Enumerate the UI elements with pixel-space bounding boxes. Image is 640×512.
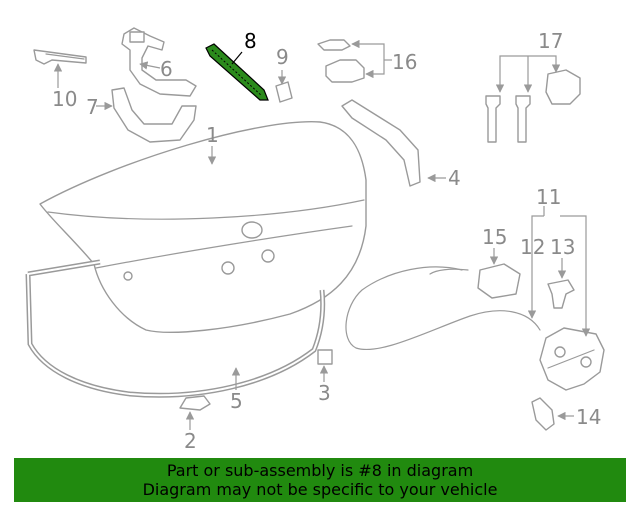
part-3-stopper — [317, 349, 333, 365]
notice-line-1: Part or sub-assembly is #8 in diagram — [166, 461, 474, 480]
callout-3: 3 — [318, 381, 331, 405]
callout-15: 15 — [482, 225, 507, 249]
part-2-cushion — [179, 395, 211, 411]
callout-17: 17 — [538, 29, 563, 53]
callout-11: 11 — [536, 185, 561, 209]
callout-13: 13 — [550, 235, 575, 259]
part-11-lock-assembly — [539, 327, 605, 391]
leader-11b — [527, 215, 544, 319]
part-16-clips — [317, 39, 365, 83]
part-4-garnish — [341, 99, 421, 187]
leader-11a — [560, 215, 591, 337]
part-5-weatherstrip — [25, 259, 326, 398]
leader-16b — [365, 60, 385, 79]
part-13-cap — [547, 279, 575, 309]
part-14-striker — [531, 397, 555, 431]
notice-banner: Part or sub-assembly is #8 in diagram Di… — [14, 458, 626, 502]
callout-10: 10 — [52, 87, 77, 111]
release-cable — [345, 266, 541, 350]
callout-4: 4 — [448, 166, 461, 190]
part-15-latch — [429, 263, 521, 299]
callout-9: 9 — [276, 45, 289, 69]
part-8-spring — [205, 43, 269, 101]
leader-16a — [351, 39, 385, 60]
part-1-trunk-lid — [39, 121, 367, 333]
notice-line-2: Diagram may not be specific to your vehi… — [142, 480, 498, 499]
part-9-bolt — [275, 81, 293, 103]
part-7-hinge-arm — [111, 87, 197, 143]
callout-2: 2 — [184, 429, 197, 453]
callout-5: 5 — [230, 389, 243, 413]
callout-7: 7 — [86, 95, 99, 119]
callout-1: 1 — [206, 123, 219, 147]
leader-17c — [528, 55, 561, 73]
leader-8 — [231, 51, 243, 65]
part-10-rod — [33, 49, 87, 65]
callout-12: 12 — [520, 235, 545, 259]
callout-16: 16 — [392, 50, 417, 74]
leader-17a — [495, 55, 528, 93]
part-17-key-set — [485, 69, 581, 143]
leader-6 — [139, 61, 161, 70]
callout-14: 14 — [576, 405, 601, 429]
parts-diagram: 10 6 7 8 9 16 17 4 — [25, 27, 605, 453]
part-6-hinge — [121, 27, 197, 97]
callout-8: 8 — [244, 29, 257, 53]
callout-6: 6 — [160, 57, 173, 81]
